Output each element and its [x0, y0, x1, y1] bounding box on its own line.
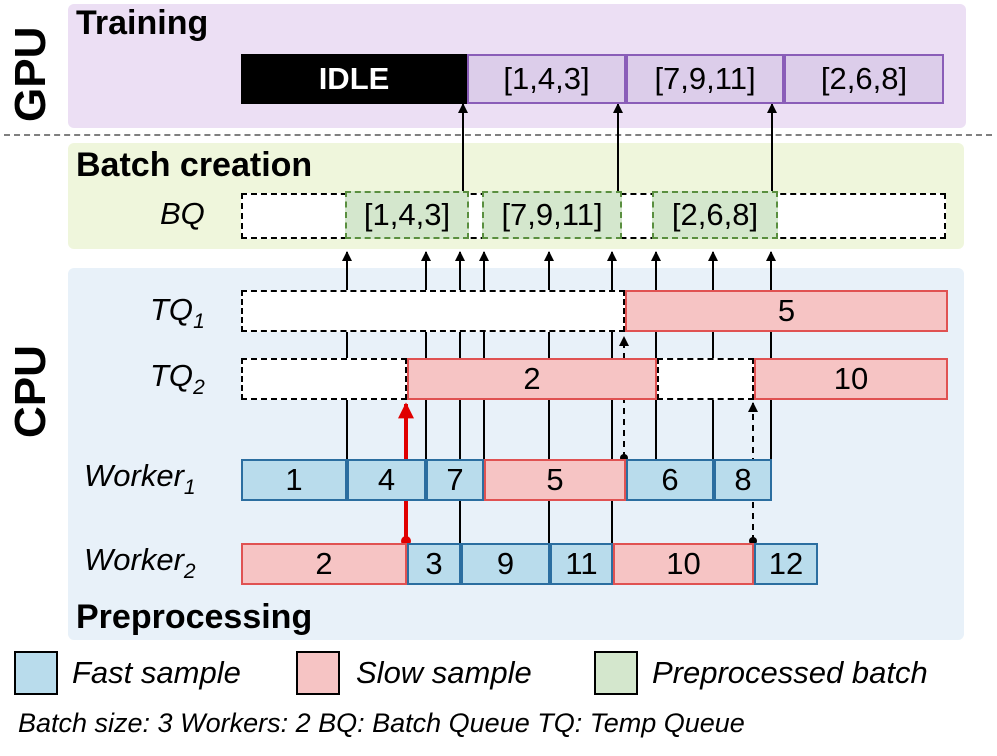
worker2-sample-9: 9: [461, 543, 550, 585]
tq2-empty-segment-2: [657, 358, 754, 400]
diagram-caption: Batch size: 3 Workers: 2 BQ: Batch Queue…: [18, 708, 745, 738]
worker1-sample-6: 6: [626, 459, 714, 501]
bq-batch-box-1: [1,4,3]: [345, 191, 469, 239]
tq2-row-label: TQ2: [150, 358, 205, 399]
worker1-sample-4: 4: [347, 459, 426, 501]
tq1-empty-segment: [241, 290, 625, 332]
tq1-row-label: TQ1: [150, 292, 205, 333]
legend-batch-swatch: [594, 651, 638, 695]
gpu-cpu-divider: [4, 134, 992, 136]
training-batch-box-2: [7,9,11]: [626, 54, 784, 104]
bq-batch-box-2: [7,9,11]: [482, 191, 622, 239]
legend-batch-label: Preprocessed batch: [652, 655, 928, 690]
legend-fast-swatch: [14, 651, 58, 695]
tq2-empty-segment-1: [241, 358, 407, 400]
training-idle-box: IDLE: [241, 54, 467, 104]
legend-slow-swatch: [296, 651, 340, 695]
worker1-sample-5: 5: [484, 459, 626, 501]
worker2-sample-12: 12: [754, 543, 818, 585]
tq2-sample-2: 2: [407, 358, 657, 400]
tq2-sample-10: 10: [754, 358, 948, 400]
legend-slow-label: Slow sample: [356, 655, 532, 690]
preprocessing-title: Preprocessing: [76, 598, 313, 636]
worker1-sample-8: 8: [714, 459, 772, 501]
training-title: Training: [76, 4, 209, 42]
worker2-sample-10: 10: [613, 543, 754, 585]
worker2-sample-11: 11: [550, 543, 613, 585]
worker2-row-label: Worker2: [84, 542, 196, 583]
legend-fast-label: Fast sample: [72, 655, 241, 690]
worker2-sample-3: 3: [407, 543, 461, 585]
worker1-sample-1: 1: [241, 459, 347, 501]
worker2-sample-2: 2: [241, 543, 407, 585]
bq-batch-box-3: [2,6,8]: [652, 191, 778, 239]
tq1-sample-5: 5: [625, 290, 948, 332]
batch-creation-title: Batch creation: [76, 146, 313, 184]
worker1-row-label: Worker1: [84, 458, 196, 499]
bq-row-label: BQ: [160, 196, 205, 231]
worker1-sample-7: 7: [426, 459, 484, 501]
training-batch-box-1: [1,4,3]: [467, 54, 626, 104]
training-batch-box-3: [2,6,8]: [784, 54, 944, 104]
